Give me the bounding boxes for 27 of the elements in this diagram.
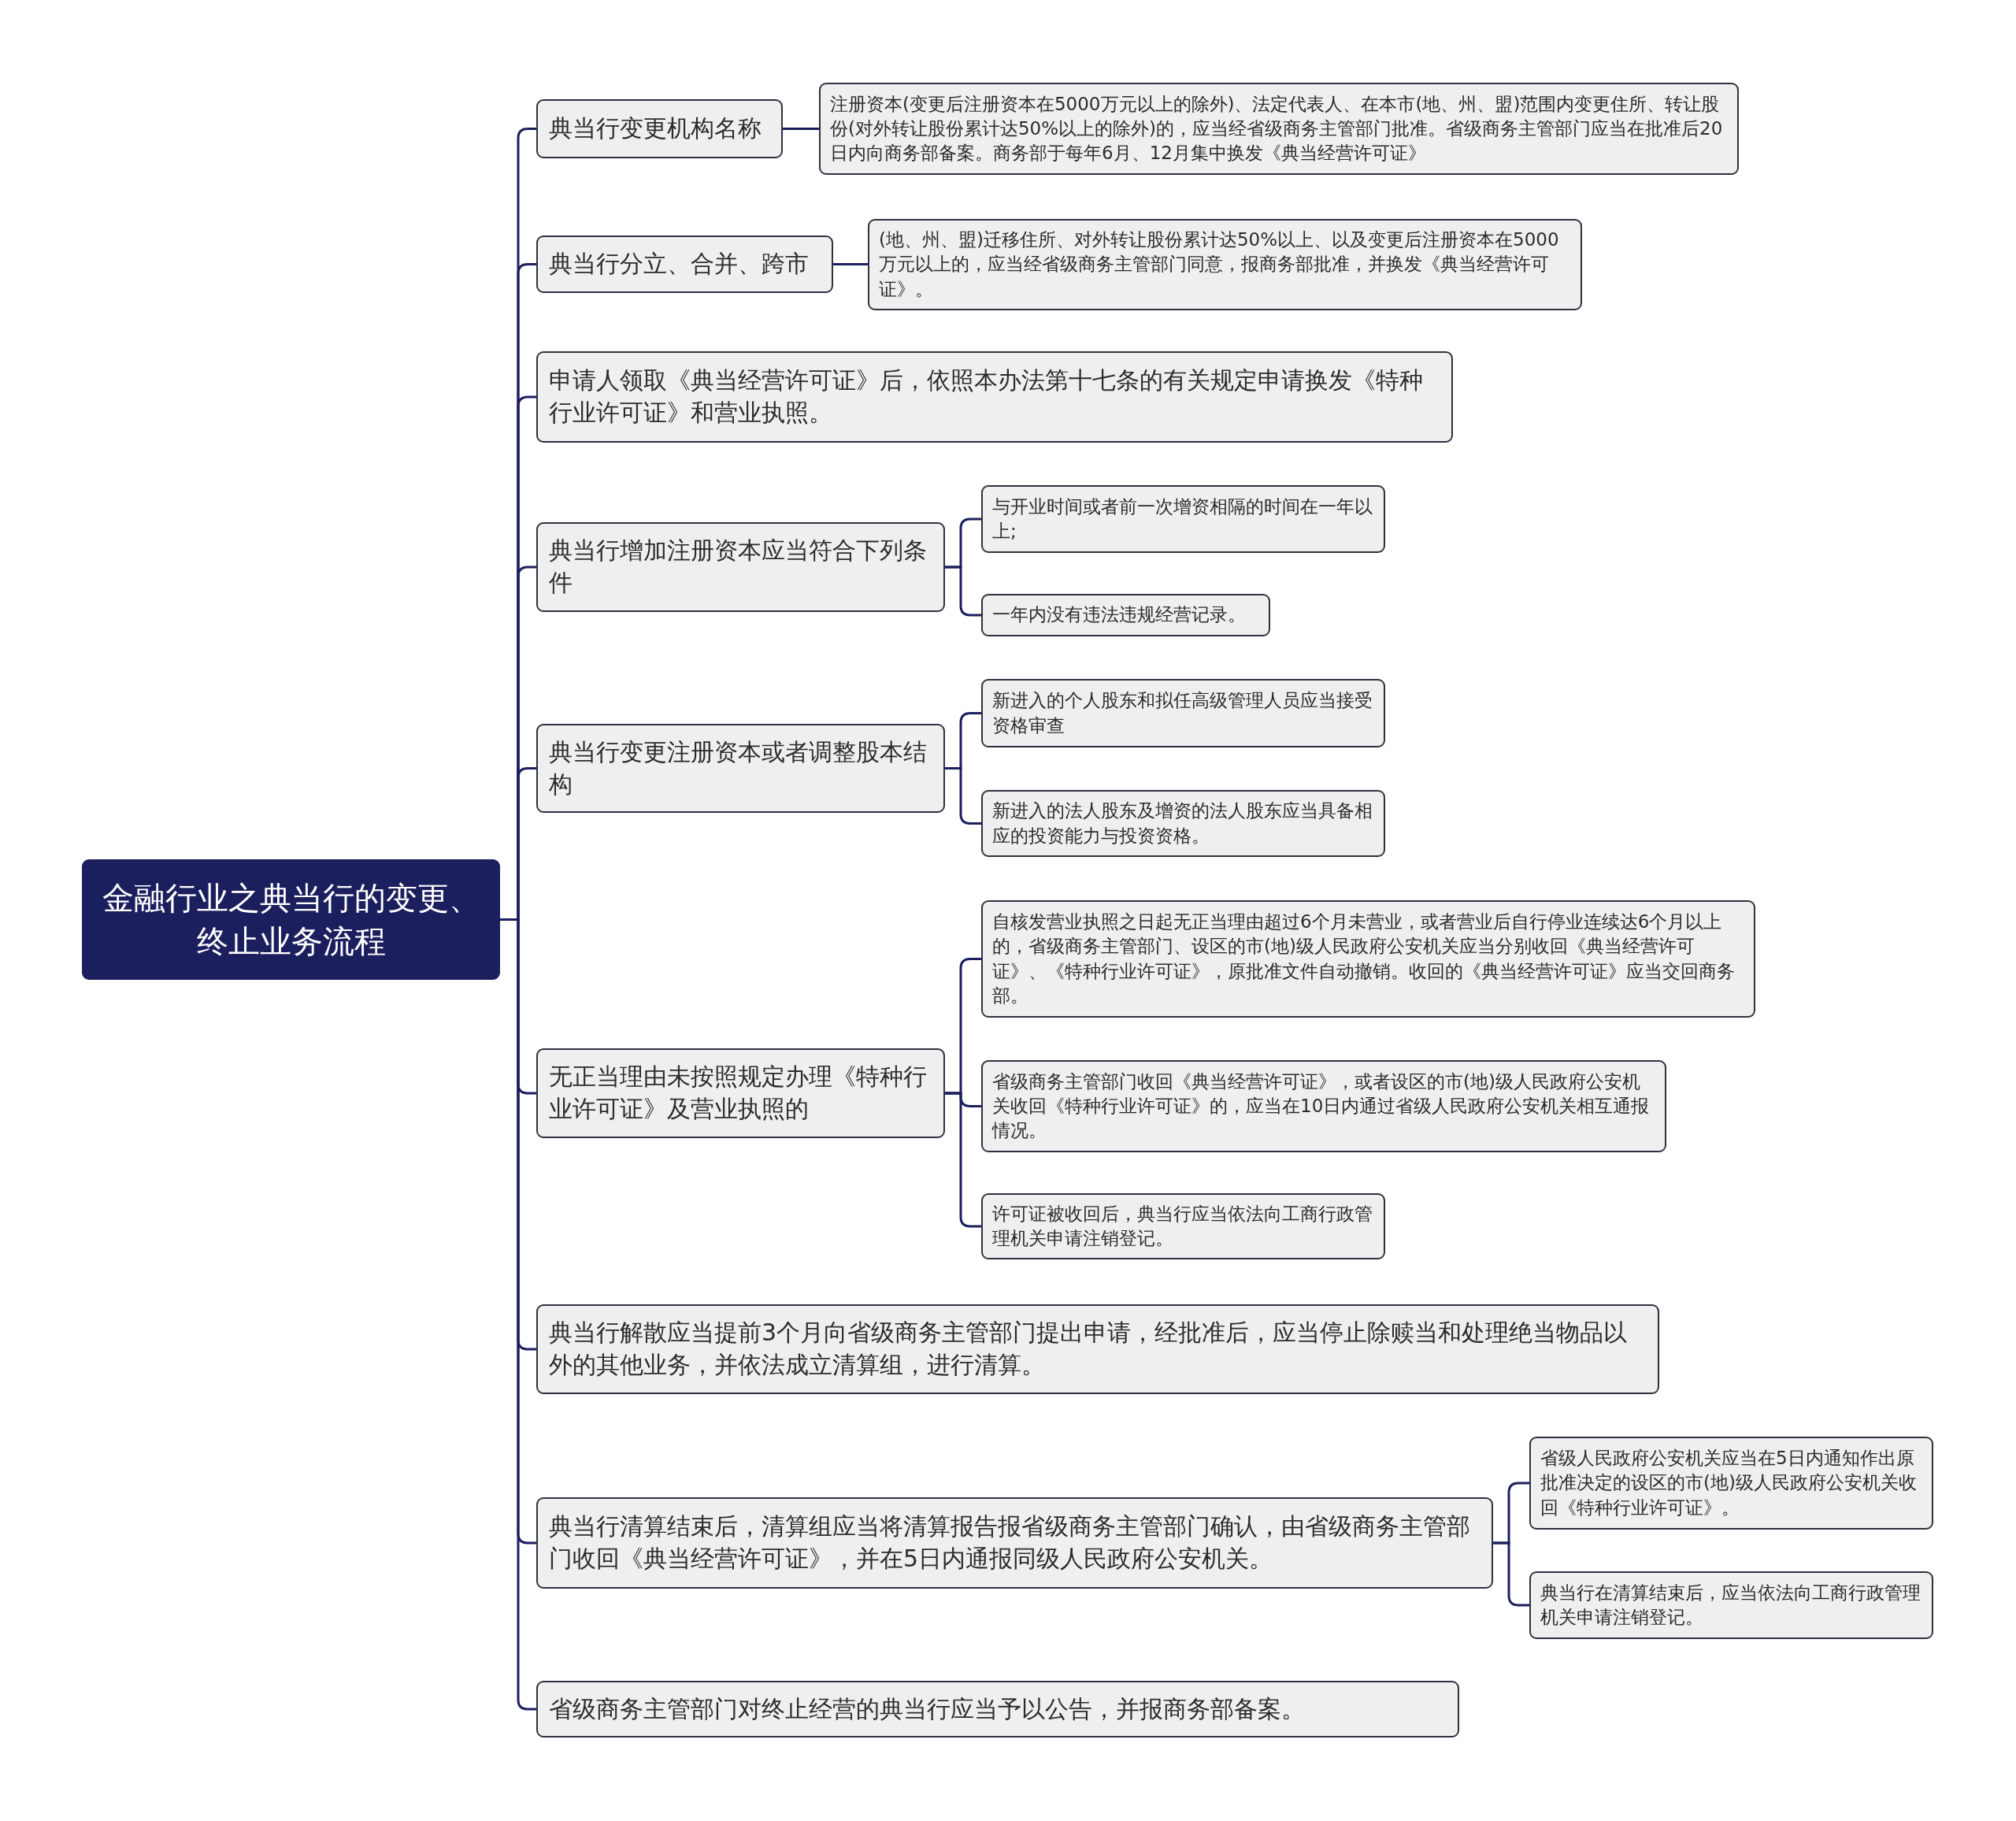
root-topic-box: 金融行业之典当行的变更、终止业务流程: [82, 859, 500, 980]
topic-box: 申请人领取《典当经营许可证》后，依照本办法第十七条的有关规定申请换发《特种行业许可证》和营业执照。: [536, 351, 1453, 443]
subtopic-box: 自核发营业执照之日起无正当理由超过6个月未营业，或者营业后自行停业连续达6个月以上的，省级商务主管部门、设区的市(地)级人民政府公安机关应当分别收回《典当经营许可证》、《特种行业许可证》，原批准文件自动撤销。收回的《典当经营许可证》应当交回商务部。: [981, 900, 1755, 1018]
connector-line: [945, 566, 981, 617]
subtopic-box: (地、州、盟)迁移住所、对外转让股份累计达50%以上、以及变更后注册资本在5000万元以上的，应当经省级商务主管部门同意，报商务部批准，并换发《典当经营许可证》。: [868, 219, 1582, 310]
connector-line: [1493, 1541, 1529, 1607]
connector-line: [945, 1092, 981, 1228]
connector-line: [945, 767, 981, 825]
subtopic-box: 省级人民政府公安机关应当在5日内通知作出原批准决定的设区的市(地)级人民政府公安机关收回《特种行业许可证》。: [1529, 1437, 1933, 1530]
topic-box: 典当行解散应当提前3个月向省级商务主管部门提出申请，经批准后，应当停止除赎当和处理绝当物品以外的其他业务，并依法成立清算组，进行清算。: [536, 1304, 1659, 1394]
topic-box: 典当行增加注册资本应当符合下列条件: [536, 522, 945, 612]
topic-box: 典当行分立、合并、跨市: [536, 236, 833, 293]
connector-line: [833, 263, 868, 265]
subtopic-box: 与开业时间或者前一次增资相隔的时间在一年以上;: [981, 485, 1385, 553]
topic-box: 典当行清算结束后，清算组应当将清算报告报省级商务主管部门确认，由省级商务主管部门收回《典当经营许可证》，并在5日内通报同级人民政府公安机关。: [536, 1497, 1493, 1589]
subtopic-box: 典当行在清算结束后，应当依法向工商行政管理机关申请注销登记。: [1529, 1571, 1933, 1639]
topic-box: 典当行变更机构名称: [536, 99, 783, 158]
subtopic-box: 一年内没有违法违规经营记录。: [981, 594, 1270, 636]
topic-box: 典当行变更注册资本或者调整股本结构: [536, 724, 945, 813]
connector-line: [783, 128, 819, 130]
subtopic-box: 省级商务主管部门收回《典当经营许可证》，或者设区的市(地)级人民政府公安机关收回《特种行业许可证》的，应当在10日内通过省级人民政府公安机关相互通报情况。: [981, 1060, 1666, 1152]
topic-box: 省级商务主管部门对终止经营的典当行应当予以公告，并报商务部备案。: [536, 1681, 1459, 1738]
subtopic-box: 新进入的法人股东及增资的法人股东应当具备相应的投资能力与投资资格。: [981, 790, 1385, 857]
subtopic-box: 许可证被收回后，典当行应当依法向工商行政管理机关申请注销登记。: [981, 1193, 1385, 1259]
topic-box: 无正当理由未按照规定办理《特种行业许可证》及营业执照的: [536, 1048, 945, 1138]
subtopic-box: 注册资本(变更后注册资本在5000万元以上的除外)、法定代表人、在本市(地、州、盟)范围内变更住所、转让股份(对外转让股份累计达50%以上的除外)的，应当经省级商务主管部门批准。省级商务主管部门应当在批准后20日内向商务部备案。商务部于每年6月、12月集中换发《典当经营许可证》: [819, 83, 1739, 175]
subtopic-box: 新进入的个人股东和拟任高级管理人员应当接受资格审查: [981, 679, 1385, 747]
